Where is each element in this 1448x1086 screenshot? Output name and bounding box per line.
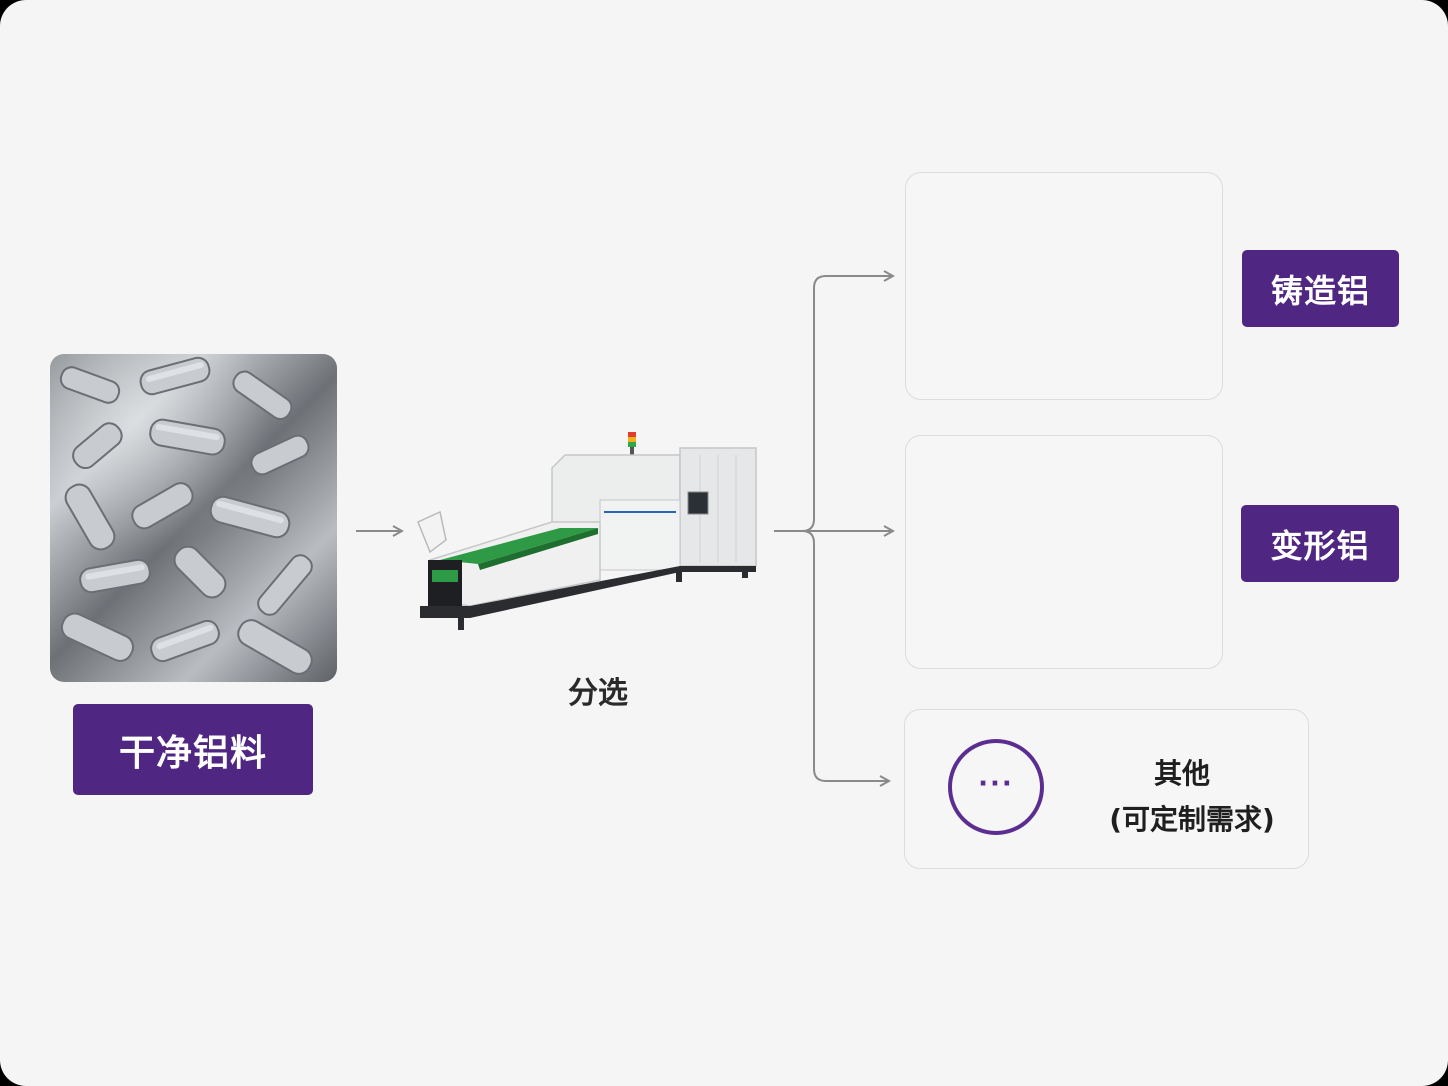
sorting-label: 分选 xyxy=(568,676,628,711)
more-dots: ··· xyxy=(978,769,1014,799)
wrought-aluminum-label: 变形铝 xyxy=(1241,505,1399,582)
cast-aluminum-box xyxy=(905,172,1223,400)
sorting-machine xyxy=(417,432,757,630)
wrought-aluminum-box xyxy=(905,435,1223,669)
cast-aluminum-label: 铸造铝 xyxy=(1242,250,1399,327)
scrap-texture xyxy=(59,356,313,675)
clean-aluminum-photo xyxy=(50,354,337,682)
more-icon: ··· xyxy=(948,739,1044,835)
other-sublabel: (可定制需求) xyxy=(1109,803,1275,836)
clean-aluminum-label: 干净铝料 xyxy=(73,704,313,795)
branch-arrows xyxy=(774,276,893,781)
other-label: 其他 xyxy=(1153,757,1210,790)
